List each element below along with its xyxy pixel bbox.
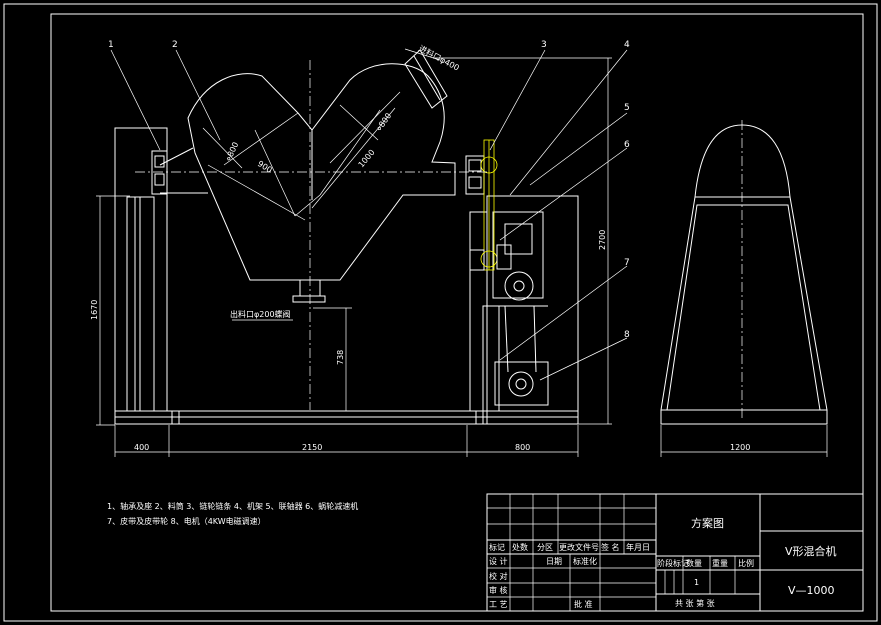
rev-header-3: 更改文件号 — [559, 542, 599, 552]
stage-label: 阶段标记 — [657, 558, 689, 568]
leader-lines — [110, 49, 628, 381]
dim-h-outlet: 738 — [336, 350, 345, 365]
balloon-6: 6 — [624, 140, 630, 150]
balloons: 1 2 3 4 5 6 7 8 — [108, 40, 630, 340]
dimension-labels: 400 2150 800 1200 1670 738 2700 出料口φ200蝶… — [90, 43, 750, 452]
notes: 1、轴承及座 2、料筒 3、链轮链条 4、机架 5、联轴器 6、蜗轮减速机 7、… — [107, 501, 358, 526]
approve-label: 批 准 — [574, 599, 593, 609]
weight-label: 重量 — [712, 558, 728, 568]
scale-label: 比例 — [738, 558, 754, 568]
row-label-check: 校 对 — [489, 571, 508, 581]
drawing-type: 方案图 — [691, 516, 724, 530]
drawing-frame — [3, 3, 878, 622]
dim-h-total: 2700 — [598, 230, 607, 250]
rev-header-0: 标记 — [489, 542, 505, 552]
rev-header-5: 年月日 — [626, 542, 650, 552]
row-label-review: 审 核 — [489, 585, 508, 595]
dim-d-left: ⋄800 — [224, 141, 241, 163]
dim-w-right: 800 — [515, 443, 530, 452]
dim-outlet: 出料口φ200蝶阀 — [230, 309, 291, 319]
rev-header-4: 签 名 — [601, 542, 620, 552]
rev-header-2: 分区 — [537, 543, 553, 552]
balloon-5: 5 — [624, 103, 630, 113]
row-label-process: 工 艺 — [489, 600, 508, 609]
dimensions — [96, 48, 828, 457]
qty-value: 1 — [694, 578, 699, 587]
balloon-2: 2 — [172, 40, 178, 50]
note-line-1: 1、轴承及座 2、料筒 3、链轮链条 4、机架 5、联轴器 6、蜗轮减速机 — [107, 501, 358, 511]
qty-label: 数量 — [686, 558, 702, 568]
dim-w-left: 400 — [134, 443, 149, 452]
row-label-design: 设 计 — [489, 556, 508, 566]
rev-header-1: 处数 — [512, 542, 528, 552]
note-line-2: 7、皮带及皮带轮 8、电机（4KW电磁调速） — [107, 516, 266, 526]
dim-w-side: 1200 — [730, 443, 750, 452]
balloon-3: 3 — [541, 40, 547, 50]
balloon-4: 4 — [624, 40, 630, 50]
balloon-8: 8 — [624, 330, 630, 340]
balloon-7: 7 — [624, 258, 630, 268]
std-label: 标准化 — [573, 556, 597, 566]
date-label: 日期 — [546, 557, 562, 566]
front-view — [114, 49, 579, 425]
product-name: V形混合机 — [785, 544, 837, 558]
title-block: 标记 处数 分区 更改文件号 签 名 年月日 设 计 校 对 审 核 工 艺 日… — [486, 493, 864, 612]
side-view — [660, 120, 828, 425]
dim-w-main: 2150 — [302, 443, 322, 452]
drawing-number: V—1000 — [788, 584, 835, 597]
dim-l-left: 900 — [256, 159, 274, 175]
dim-h-frame: 1670 — [90, 300, 99, 320]
sheets-label: 共 张 第 张 — [675, 598, 715, 608]
balloon-1: 1 — [108, 40, 114, 50]
